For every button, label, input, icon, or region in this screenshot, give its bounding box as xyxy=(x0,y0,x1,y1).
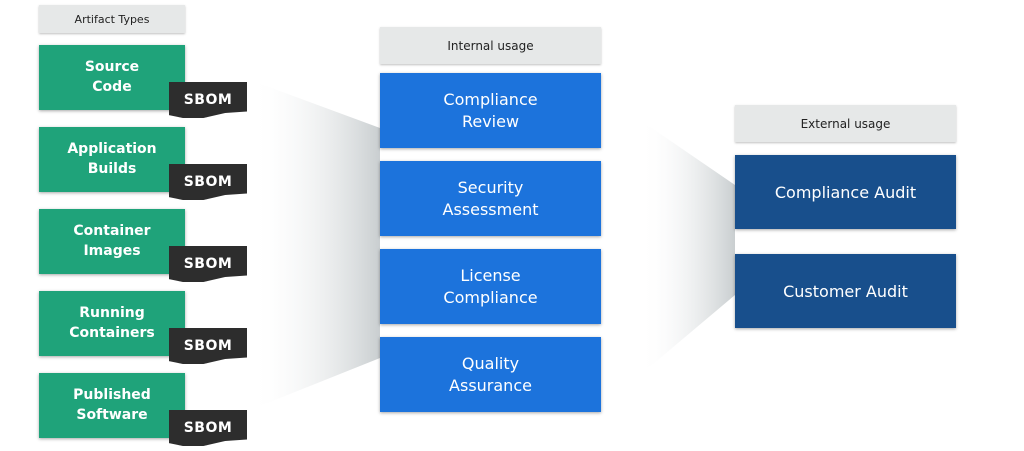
artifact-running-containers: Running Containers SBOM xyxy=(39,291,247,364)
funnel-internal-to-external xyxy=(640,120,735,375)
sbom-tag: SBOM xyxy=(169,246,247,282)
internal-security-assessment: Security Assessment xyxy=(380,161,601,236)
artifact-label: Published Software xyxy=(73,387,151,423)
artifact-label: Running Containers xyxy=(69,305,155,341)
funnel-artifacts-to-internal xyxy=(250,80,380,410)
artifact-application-builds: Application Builds SBOM xyxy=(39,127,247,200)
artifact-label: Application Builds xyxy=(67,141,157,177)
artifact-source-code: Source Code SBOM xyxy=(39,45,247,118)
internal-license-compliance: License Compliance xyxy=(380,249,601,324)
internal-usage-header: Internal usage xyxy=(380,27,601,64)
artifact-types-header: Artifact Types xyxy=(39,5,185,33)
sbom-tag: SBOM xyxy=(169,164,247,200)
artifact-label: Source Code xyxy=(84,59,140,95)
external-customer-audit: Customer Audit xyxy=(735,254,956,328)
external-compliance-audit: Compliance Audit xyxy=(735,155,956,229)
sbom-tag: SBOM xyxy=(169,328,247,364)
artifact-container-images: Container Images SBOM xyxy=(39,209,247,282)
internal-compliance-review: Compliance Review xyxy=(380,73,601,148)
artifact-published-software: Published Software SBOM xyxy=(39,373,247,446)
internal-quality-assurance: Quality Assurance xyxy=(380,337,601,412)
sbom-tag: SBOM xyxy=(169,410,247,446)
sbom-tag: SBOM xyxy=(169,82,247,118)
external-usage-header: External usage xyxy=(735,105,956,142)
artifact-label: Container Images xyxy=(73,223,151,259)
